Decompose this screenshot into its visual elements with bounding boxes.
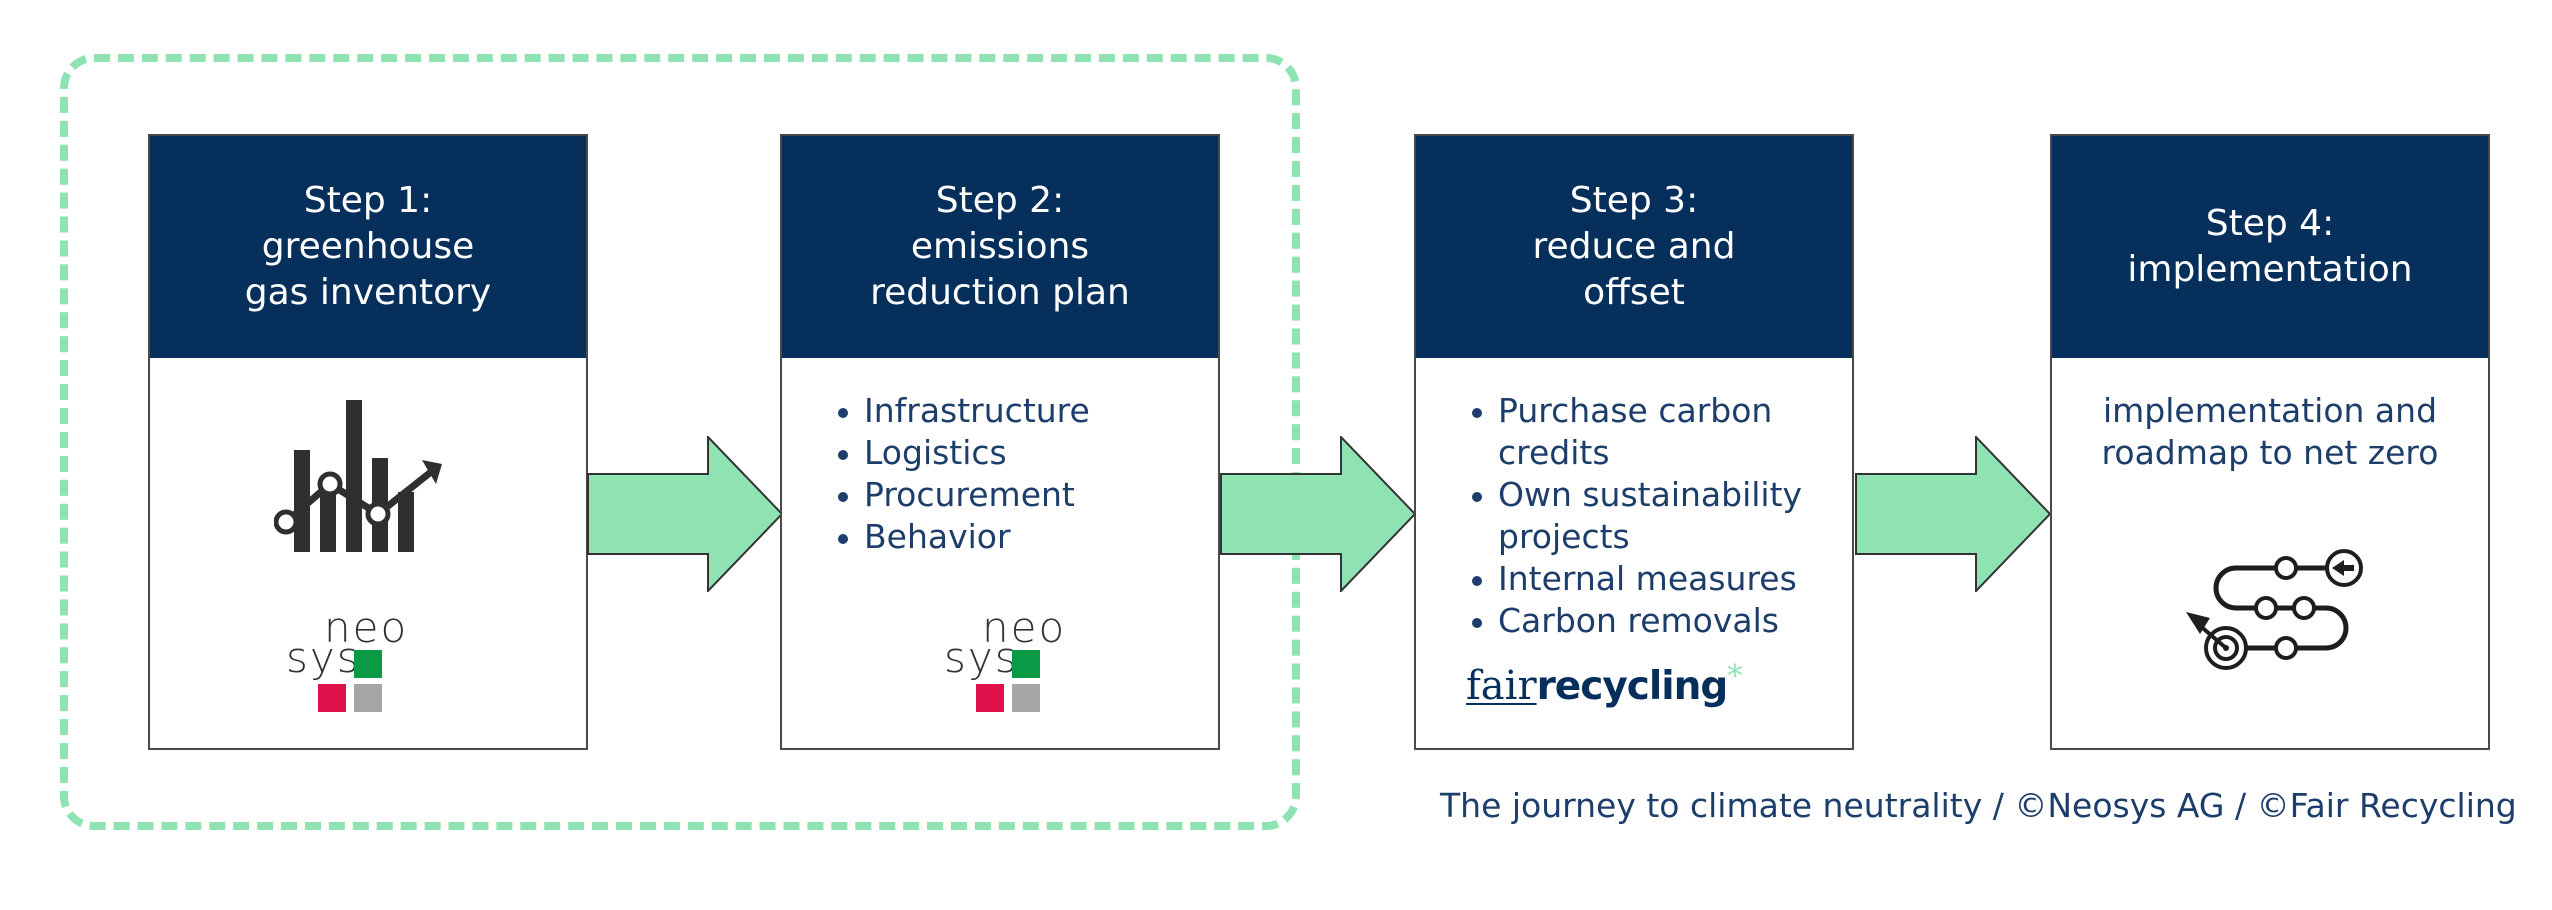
step-1-body: neo sys: [150, 358, 586, 748]
list-item: Procurement: [834, 474, 1090, 516]
step-1-card: Step 1: greenhouse gas inventory neo sys: [148, 134, 588, 750]
highlight-frame: [60, 54, 1300, 830]
logo-gray-square: [354, 684, 382, 712]
list-item: Purchase carbon credits: [1468, 390, 1802, 474]
step-2-title-line-3: reduction plan: [870, 272, 1130, 313]
logo-red-square: [318, 684, 346, 712]
fair-recycling-logo: fairrecycling*: [1466, 659, 1742, 709]
caption: The journey to climate neutrality / ©Neo…: [1440, 786, 2517, 825]
step-2-bullet-list: Infrastructure Logistics Procurement Beh…: [834, 390, 1090, 558]
neosys-logo: neo sys: [944, 603, 1074, 718]
step-4-header: Step 4: implementation: [2052, 136, 2488, 358]
list-item-line-1: Purchase carbon: [1498, 391, 1773, 430]
neosys-logo: neo sys: [286, 603, 416, 718]
step-2-body: Infrastructure Logistics Procurement Beh…: [782, 358, 1218, 748]
list-item-line-1: Own sustainability: [1498, 475, 1803, 514]
fair-recycling-logo-fair: fair: [1466, 663, 1537, 709]
step-1-title-line-2: greenhouse: [261, 226, 475, 267]
step-3-bullet-list: Purchase carbon credits Own sustainabili…: [1468, 390, 1802, 642]
logo-red-square: [976, 684, 1004, 712]
step-4-text-line-1: implementation and: [2102, 391, 2438, 430]
step-3-body: Purchase carbon credits Own sustainabili…: [1416, 358, 1852, 748]
step-2-title-line-1: Step 2:: [935, 180, 1065, 221]
list-item-line-2: credits: [1498, 433, 1610, 472]
step-1-title-line-1: Step 1:: [303, 180, 433, 221]
step-3-card: Step 3: reduce and offset Purchase carbo…: [1414, 134, 1854, 750]
step-3-header: Step 3: reduce and offset: [1416, 136, 1852, 358]
arrow-step-3-to-4: [1855, 436, 2051, 592]
step-4-text-line-2: roadmap to net zero: [2101, 433, 2439, 472]
step-1-header: Step 1: greenhouse gas inventory: [150, 136, 586, 358]
step-1-title-line-3: gas inventory: [244, 272, 492, 313]
list-item: Infrastructure: [834, 390, 1090, 432]
arrow-step-2-to-3: [1220, 436, 1416, 592]
step-4-description: implementation and roadmap to net zero: [2052, 390, 2488, 474]
step-2-card: Step 2: emissions reduction plan Infrast…: [780, 134, 1220, 750]
list-item: Behavior: [834, 516, 1090, 558]
fair-recycling-logo-recycling: recycling: [1536, 664, 1729, 709]
bar-line-chart-icon: [274, 400, 442, 552]
step-4-card: Step 4: implementation implementation an…: [2050, 134, 2490, 750]
list-item-line-1: Internal measures: [1498, 559, 1797, 598]
list-item-line-1: Carbon removals: [1498, 601, 1779, 640]
list-item: Logistics: [834, 432, 1090, 474]
step-4-title-line-1: Step 4:: [2205, 203, 2335, 244]
step-2-header: Step 2: emissions reduction plan: [782, 136, 1218, 358]
neosys-logo-text-top: neo: [324, 603, 409, 652]
neosys-logo-text-top: neo: [982, 603, 1067, 652]
step-3-title-line-2: reduce and: [1532, 226, 1736, 267]
list-item: Carbon removals: [1468, 600, 1802, 642]
logo-green-square: [354, 650, 382, 678]
neosys-logo-text-bottom: sys: [286, 633, 361, 682]
step-3-title-line-3: offset: [1583, 272, 1685, 313]
step-3-title-line-1: Step 3:: [1569, 180, 1699, 221]
step-4-body: implementation and roadmap to net zero: [2052, 358, 2488, 748]
logo-green-square: [1012, 650, 1040, 678]
step-4-title-line-2: implementation: [2127, 249, 2413, 290]
logo-gray-square: [1012, 684, 1040, 712]
neosys-logo-text-bottom: sys: [944, 633, 1019, 682]
roadmap-target-icon: [2186, 549, 2363, 670]
list-item-line-2: projects: [1498, 517, 1630, 556]
list-item: Internal measures: [1468, 558, 1802, 600]
step-2-title-line-2: emissions: [910, 226, 1090, 267]
list-item: Own sustainability projects: [1468, 474, 1802, 558]
arrow-step-1-to-2: [587, 436, 783, 592]
fair-recycling-logo-star: *: [1727, 659, 1743, 694]
